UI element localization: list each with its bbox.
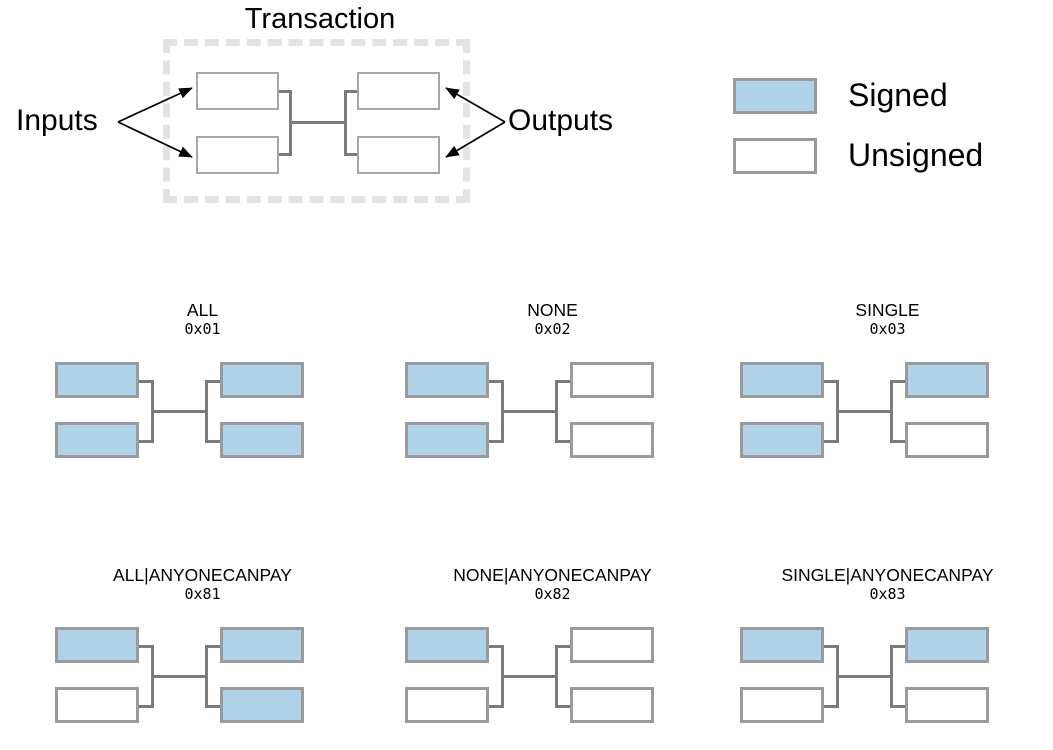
sighash-output-box-1 bbox=[220, 627, 304, 663]
sighash-code: 0x81 bbox=[184, 585, 221, 603]
sighash-input-box-1 bbox=[405, 627, 489, 663]
transaction-title: Transaction bbox=[244, 3, 396, 35]
connector-segment bbox=[824, 705, 839, 708]
sighash-title: ALL bbox=[186, 300, 219, 320]
sighash-input-box-1 bbox=[740, 362, 824, 398]
outputs-label: Outputs bbox=[508, 104, 614, 137]
transaction-overview-figure: Transaction Inputs Outputs bbox=[0, 0, 700, 230]
legend-swatch-unsigned bbox=[733, 138, 817, 174]
connector-segment bbox=[890, 645, 905, 648]
connector-segment bbox=[824, 380, 839, 383]
connector-segment bbox=[824, 645, 839, 648]
connector-segment bbox=[279, 90, 292, 93]
connector-segment bbox=[289, 121, 347, 124]
connector-segment bbox=[489, 380, 504, 383]
sighash-code: 0x02 bbox=[534, 320, 571, 338]
sighash-input-box-2 bbox=[405, 422, 489, 458]
sighash-output-box-2 bbox=[570, 687, 654, 723]
sighash-output-box-2 bbox=[905, 687, 989, 723]
sighash-output-box-2 bbox=[570, 422, 654, 458]
sighash-output-box-1 bbox=[905, 627, 989, 663]
sighash-title: SINGLE|ANYONECANPAY bbox=[781, 565, 994, 585]
connector-segment bbox=[836, 675, 893, 678]
connector-segment bbox=[555, 440, 570, 443]
sighash-code: 0x01 bbox=[184, 320, 221, 338]
legend-swatch-signed bbox=[733, 78, 817, 114]
connector-segment bbox=[205, 705, 220, 708]
connector-segment bbox=[890, 705, 905, 708]
connector-segment bbox=[205, 645, 220, 648]
sighash-output-box-1 bbox=[905, 362, 989, 398]
sighash-output-box-1 bbox=[220, 362, 304, 398]
connector-segment bbox=[489, 645, 504, 648]
sighash-output-box-2 bbox=[220, 687, 304, 723]
connector-segment bbox=[344, 90, 357, 93]
sighash-output-box-1 bbox=[570, 362, 654, 398]
sighash-input-box-2 bbox=[55, 422, 139, 458]
transaction-input-box-1 bbox=[196, 72, 279, 110]
sighash-input-box-2 bbox=[740, 687, 824, 723]
sighash-input-box-1 bbox=[405, 362, 489, 398]
sighash-input-box-2 bbox=[55, 687, 139, 723]
legend-label-unsigned: Unsigned bbox=[848, 137, 984, 173]
sighash-input-box-1 bbox=[55, 362, 139, 398]
connector-segment bbox=[890, 380, 905, 383]
legend: Signed Unsigned bbox=[700, 50, 1053, 195]
sighash-output-box-2 bbox=[220, 422, 304, 458]
connector-segment bbox=[344, 153, 357, 156]
legend-label-signed: Signed bbox=[848, 77, 948, 113]
sighash-input-box-1 bbox=[55, 627, 139, 663]
connector-segment bbox=[836, 410, 893, 413]
transaction-output-box-1 bbox=[357, 72, 440, 110]
connector-segment bbox=[824, 440, 839, 443]
transaction-input-box-2 bbox=[196, 136, 279, 174]
sighash-code: 0x83 bbox=[869, 585, 906, 603]
connector-segment bbox=[139, 645, 154, 648]
sighash-code: 0x03 bbox=[869, 320, 906, 338]
connector-segment bbox=[890, 440, 905, 443]
connector-segment bbox=[205, 380, 220, 383]
sighash-title: NONE bbox=[527, 300, 578, 320]
connector-segment bbox=[344, 90, 347, 156]
sighash-input-box-2 bbox=[405, 687, 489, 723]
sighash-output-box-2 bbox=[905, 422, 989, 458]
sighash-output-box-1 bbox=[570, 627, 654, 663]
connector-segment bbox=[139, 705, 154, 708]
connector-segment bbox=[555, 705, 570, 708]
inputs-label: Inputs bbox=[16, 104, 98, 137]
connector-segment bbox=[555, 645, 570, 648]
connector-segment bbox=[205, 440, 220, 443]
sighash-title: SINGLE bbox=[855, 300, 920, 320]
connector-segment bbox=[501, 410, 558, 413]
connector-segment bbox=[139, 440, 154, 443]
connector-segment bbox=[489, 440, 504, 443]
connector-segment bbox=[501, 675, 558, 678]
sighash-code: 0x82 bbox=[534, 585, 571, 603]
sighash-input-box-2 bbox=[740, 422, 824, 458]
connector-segment bbox=[139, 380, 154, 383]
sighash-title: ALL|ANYONECANPAY bbox=[113, 565, 292, 585]
connector-segment bbox=[489, 705, 504, 708]
connector-segment bbox=[279, 153, 292, 156]
sighash-input-box-1 bbox=[740, 627, 824, 663]
connector-segment bbox=[151, 675, 208, 678]
transaction-output-box-2 bbox=[357, 136, 440, 174]
connector-segment bbox=[151, 410, 208, 413]
sighash-title: NONE|ANYONECANPAY bbox=[453, 565, 652, 585]
connector-segment bbox=[555, 380, 570, 383]
